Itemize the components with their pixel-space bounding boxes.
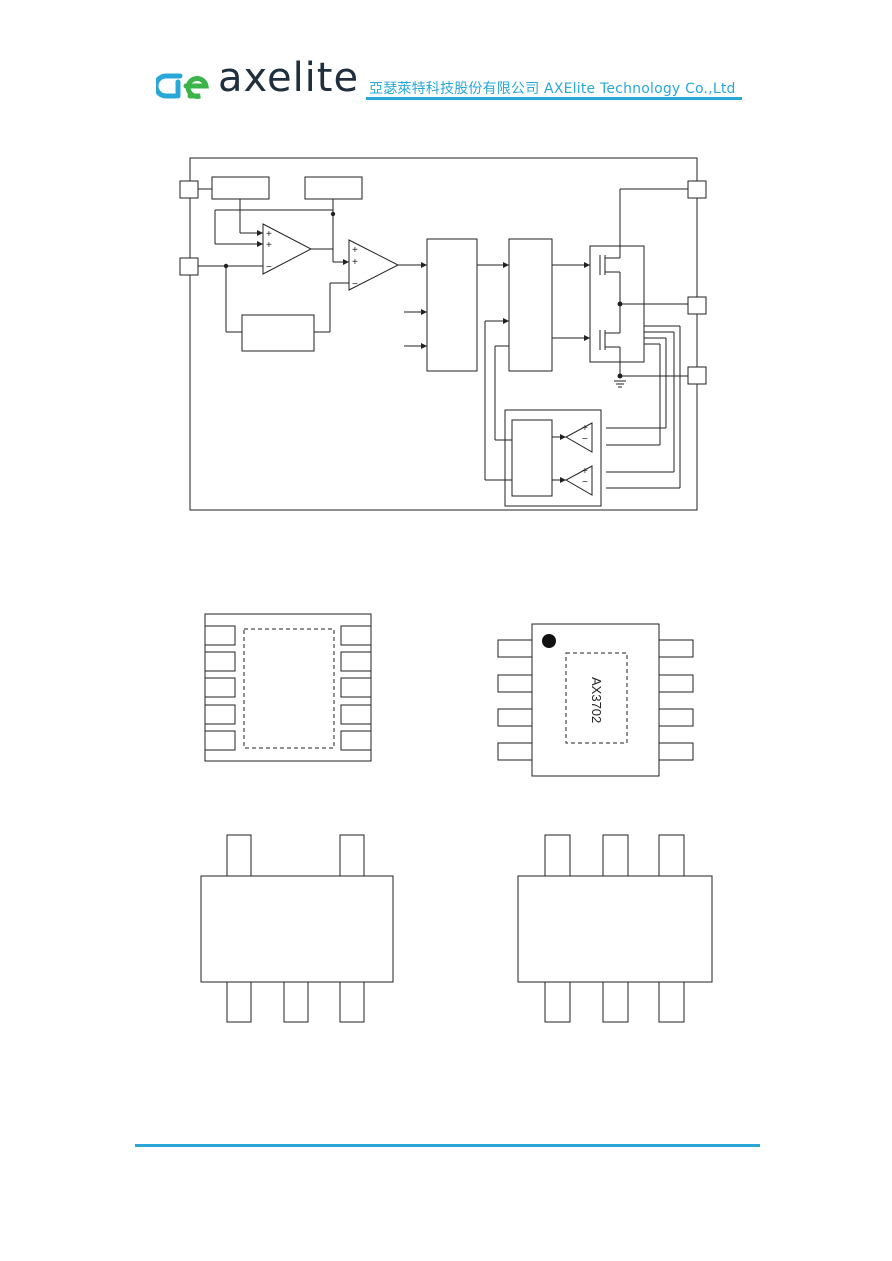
svg-text:+: + bbox=[352, 245, 358, 256]
sot23-5-package-body bbox=[200, 875, 394, 983]
sense-amp-2 bbox=[564, 465, 593, 496]
axelite-logo-icon bbox=[156, 73, 209, 99]
brand-wordmark: axelite bbox=[218, 55, 360, 101]
svg-text:+: + bbox=[266, 229, 272, 240]
block-feedback bbox=[241, 314, 315, 352]
sop8-marking: AX3702 bbox=[589, 677, 604, 723]
company-name: 亞瑟萊特科技股份有限公司 AXElite Technology Co.,Ltd bbox=[369, 81, 736, 97]
error-amp bbox=[262, 223, 313, 275]
svg-text:+: + bbox=[582, 466, 588, 477]
svg-text:−: − bbox=[582, 434, 588, 445]
diagram-frame bbox=[189, 157, 698, 511]
dfn-exposed-pad bbox=[243, 628, 335, 749]
header-divider bbox=[366, 97, 742, 100]
pin1-dot bbox=[542, 634, 556, 648]
svg-text:+: + bbox=[266, 240, 272, 251]
sense-amp-1 bbox=[564, 422, 593, 453]
svg-text:+: + bbox=[582, 423, 588, 434]
svg-text:−: − bbox=[352, 279, 358, 290]
pin-box-right-mid bbox=[687, 296, 707, 315]
sot23-6-package-body bbox=[517, 875, 713, 983]
sop8-package-body bbox=[531, 623, 660, 777]
dfn-package-body bbox=[204, 613, 372, 762]
svg-text:−: − bbox=[266, 262, 272, 273]
footer-divider bbox=[135, 1144, 760, 1147]
svg-text:−: − bbox=[582, 477, 588, 488]
block-logic-1 bbox=[426, 238, 478, 372]
block-sense-logic bbox=[511, 419, 553, 497]
block-sense-group bbox=[504, 409, 602, 507]
block-driver bbox=[508, 238, 553, 372]
page-header: axelite 亞瑟萊特科技股份有限公司 AXElite Technology … bbox=[0, 0, 892, 110]
svg-text:+: + bbox=[352, 257, 358, 268]
sop8-exposed-pad bbox=[565, 652, 628, 744]
pwm-comparator bbox=[348, 239, 400, 291]
